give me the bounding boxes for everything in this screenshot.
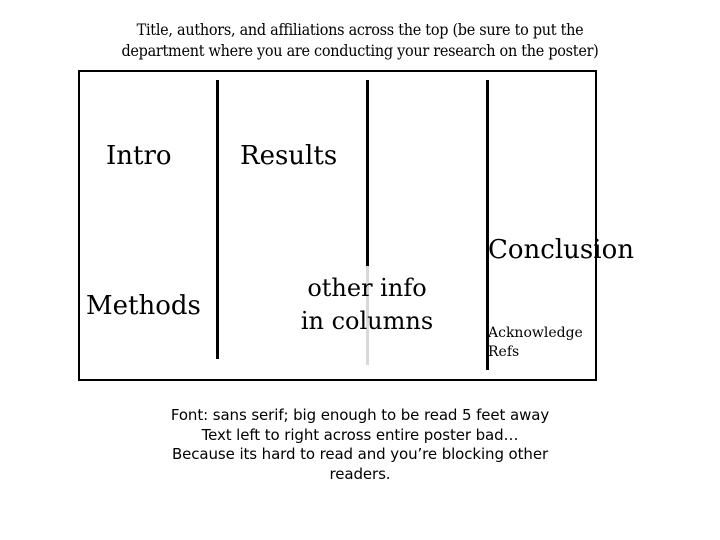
section-label-acknowledge-refs: Acknowledge Refs <box>488 324 583 362</box>
footer-guidance-line-1: Font: sans serif; big enough to be read … <box>170 406 550 424</box>
column-divider-2 <box>366 80 369 266</box>
section-label-refs: Refs <box>488 344 520 360</box>
poster-title-instruction: Title, authors, and affiliations across … <box>81 20 639 62</box>
footer-guidance-line-4: readers. <box>329 464 391 483</box>
section-label-results: Results <box>240 141 338 171</box>
column-divider-1 <box>216 80 219 359</box>
section-label-conclusion: Conclusion <box>488 235 634 265</box>
footer-guidance-line-3: Because its hard to read and you’re bloc… <box>171 445 549 463</box>
poster-title-instruction-line-2: department where you are conducting your… <box>121 42 599 60</box>
footer-guidance-note: Font: sans serif; big enough to be read … <box>60 406 660 484</box>
section-label-methods: Methods <box>86 291 201 321</box>
column-divider-3 <box>486 80 489 370</box>
section-label-acknowledge: Acknowledge <box>488 325 583 341</box>
section-label-other-info: other info in columns <box>300 274 434 335</box>
section-label-intro: Intro <box>106 141 172 171</box>
poster-layout-box <box>78 70 597 381</box>
footer-guidance-line-2: Text left to right across entire poster … <box>201 425 519 444</box>
poster-title-instruction-line-1: Title, authors, and affiliations across … <box>136 21 584 39</box>
column-divider-2-faint-segment <box>366 266 369 365</box>
